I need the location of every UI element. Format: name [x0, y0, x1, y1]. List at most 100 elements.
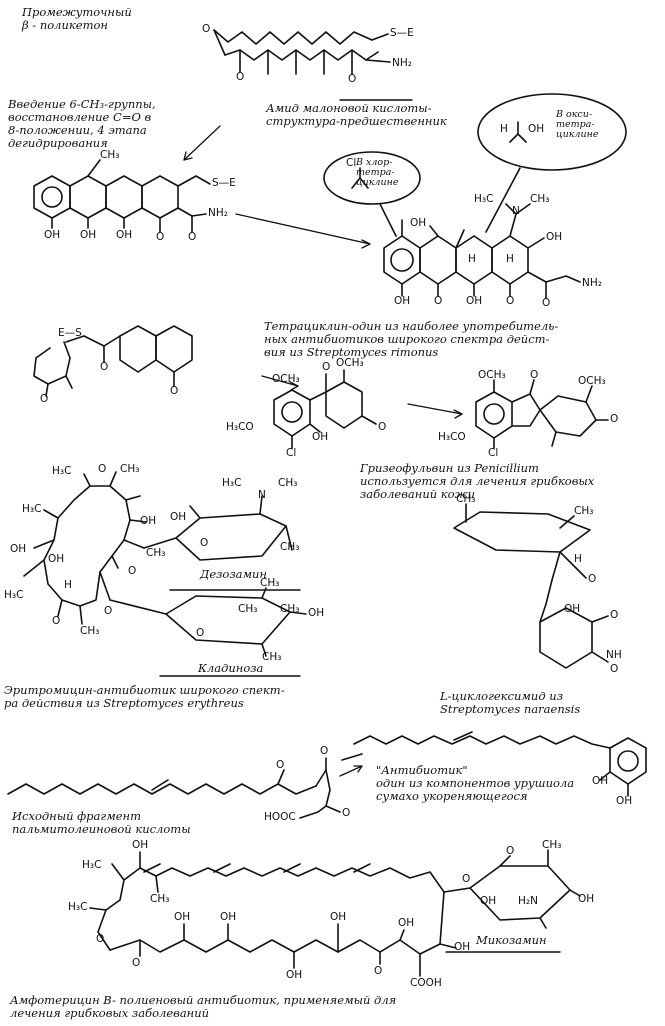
atom-h3co: H₃CO	[226, 421, 254, 433]
atom-oh: OH	[10, 543, 27, 555]
atom-h3co: H₃CO	[438, 431, 466, 443]
atom-h3c: H₃C	[82, 859, 102, 871]
atom-o: O	[100, 361, 109, 373]
atom-o: O	[200, 537, 209, 549]
atom-cl: Cl	[488, 447, 499, 459]
atom-oh: OH	[330, 911, 347, 923]
atom-h2n: H₂N	[518, 895, 538, 907]
atom-ch3: CH₃	[238, 603, 258, 615]
atom-o: O	[196, 627, 205, 639]
atom-oh: OH	[546, 231, 563, 243]
atom-ch3: CH₃	[262, 651, 282, 663]
caption-erythromycin: Эритромицин-антибиотик широкого спект- р…	[4, 683, 285, 710]
atom-cl: Cl	[286, 447, 297, 459]
atom-o: O	[374, 965, 383, 977]
atom-och3: OCH₃	[478, 369, 506, 381]
atom-ch3: CH₃	[80, 625, 100, 637]
atom-nh2: NH₂	[582, 277, 602, 289]
atom-h3c: H₃C	[222, 477, 242, 489]
caption-malonamide: Амид малоновой кислоты- структура-предше…	[266, 101, 447, 128]
benzophenone-intermediate	[273, 369, 377, 449]
atom-o: O	[610, 663, 619, 675]
caption-cycloheximide: L-циклогексимид из Streptomyces naraensi…	[440, 689, 581, 716]
atom-oh: OH	[140, 515, 157, 527]
caption-methylation: Введение 6-CH₃-группы, восстановление C=…	[8, 97, 156, 150]
atom-o: O	[320, 745, 329, 757]
atom-oh: OH	[220, 911, 237, 923]
atom-ch3: CH₃	[146, 547, 166, 559]
atom-ch3: CH₃	[260, 577, 280, 589]
atom-oh: OH	[454, 941, 471, 953]
atom-oh: OH	[116, 229, 133, 241]
atom-ch3: CH₃	[574, 505, 594, 517]
atom-o: O	[98, 463, 107, 475]
atom-ch3: CH₃	[278, 477, 298, 489]
caption-polyketone: Промежуточный β - поликетон	[22, 5, 132, 32]
atom-ch3: CH₃	[456, 493, 476, 505]
atom-o: O	[40, 393, 49, 405]
atom-oh: OH	[286, 969, 303, 981]
atom-o: O	[202, 23, 211, 35]
atom-n: N	[258, 489, 266, 501]
atom-oh: OH	[528, 123, 545, 135]
atom-h3c: H₃C	[474, 193, 494, 205]
tetracyclic-intermediate	[33, 159, 211, 233]
atom-oh: OH	[616, 795, 633, 807]
atom-o: O	[588, 573, 597, 585]
atom-o: O	[378, 421, 387, 433]
atom-h: H	[574, 553, 582, 565]
atom-o: O	[96, 933, 105, 945]
atom-oh: OH	[174, 911, 191, 923]
atom-o: O	[530, 369, 539, 381]
label-mycosamine: Микозамин	[476, 933, 547, 947]
cycloheximide-structure	[453, 503, 609, 669]
atom-o: O	[170, 385, 179, 397]
atom-h: H	[506, 253, 514, 265]
tetracycline-structure	[323, 93, 627, 299]
urushiol-structure	[353, 731, 647, 797]
atom-oh: OH	[592, 775, 609, 787]
atom-nh2: NH₂	[208, 207, 228, 219]
bubble-oxytetracycline: В окси- тетра- циклине	[556, 109, 599, 140]
atom-h: H	[468, 253, 476, 265]
atom-o: O	[132, 957, 141, 969]
atom-h3c: H₃C	[22, 503, 42, 515]
atom-oh: OH	[80, 229, 97, 241]
atom-ch3: CH₃	[280, 603, 300, 615]
caption-tetracycline: Тетрациклин-один из наиболее употребител…	[264, 319, 559, 359]
polyketide-triple-ring	[33, 325, 193, 397]
atom-o: O	[322, 361, 331, 373]
atom-oh: OH	[480, 895, 497, 907]
atom-es: E—S	[58, 327, 82, 339]
atom-oh: OH	[48, 553, 65, 565]
atom-h3c: H₃C	[4, 589, 24, 601]
atom-se: S—E	[390, 27, 414, 39]
atom-o: O	[542, 297, 551, 309]
atom-o: O	[342, 807, 351, 819]
atom-o: O	[236, 71, 245, 83]
caption-amphotericin: Амфотерицин B- полиеновый антибиотик, пр…	[10, 993, 397, 1020]
caption-palmitoleic: Исходный фрагмент пальмитолеиновой кисло…	[12, 809, 191, 836]
atom-o: O	[276, 759, 285, 771]
atom-och3: OCH₃	[272, 373, 300, 385]
atom-ch3: CH₃	[530, 193, 550, 205]
atom-ch3: CH₃	[100, 149, 120, 161]
atom-o: O	[506, 845, 515, 857]
atom-o: O	[506, 295, 515, 307]
atom-h3c: H₃C	[68, 901, 88, 913]
atom-h: H	[64, 579, 72, 591]
atom-nh2: NH₂	[392, 57, 412, 69]
label-desosamine: Дезозамин	[200, 567, 267, 581]
atom-o: O	[52, 615, 61, 627]
atom-ch3: CH₃	[280, 541, 300, 553]
atom-o: O	[188, 231, 197, 243]
atom-ch3: CH₃	[542, 839, 562, 851]
polyketone-chain	[213, 29, 391, 75]
atom-o: O	[128, 565, 137, 577]
label-cladinose: Кладиноза	[198, 661, 264, 675]
bubble-chlortetracycline: В хлор- тетра- циклине	[356, 157, 399, 188]
atom-h: H	[500, 123, 508, 135]
atom-o: O	[610, 413, 619, 425]
atom-ch3: CH₃	[150, 893, 170, 905]
